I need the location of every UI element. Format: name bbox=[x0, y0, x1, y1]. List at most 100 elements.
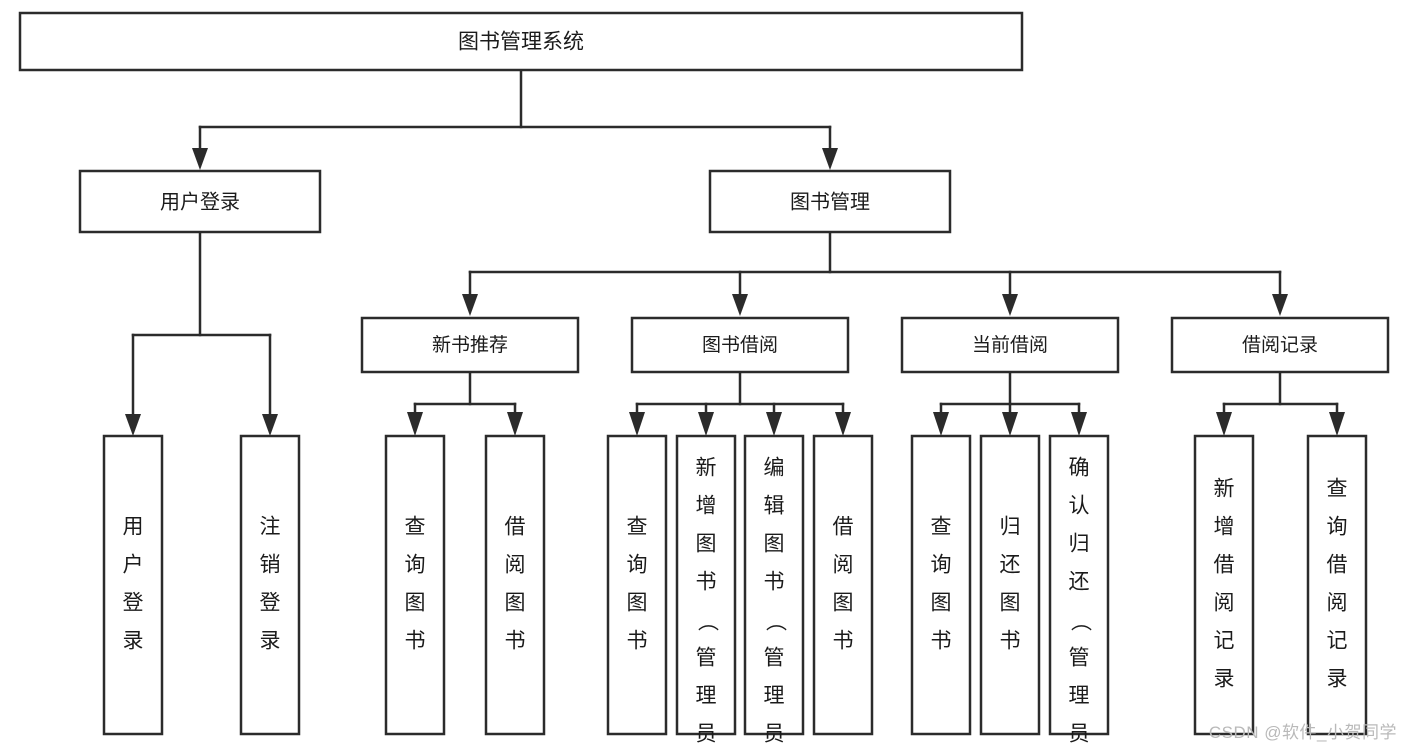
svg-text:书: 书 bbox=[405, 630, 426, 653]
svg-text:图: 图 bbox=[833, 592, 854, 615]
svg-text:书: 书 bbox=[833, 630, 854, 653]
node-root-label: 图书管理系统 bbox=[458, 31, 584, 54]
leaf-query-books-3[interactable] bbox=[910, 434, 972, 736]
svg-text:员: 员 bbox=[696, 723, 717, 746]
svg-text:图: 图 bbox=[931, 592, 952, 615]
svg-text:借: 借 bbox=[505, 516, 526, 539]
connector-current-to-leaves bbox=[933, 370, 1087, 436]
svg-text:记: 记 bbox=[1214, 630, 1235, 653]
svg-text:编: 编 bbox=[764, 457, 785, 480]
svg-text:管: 管 bbox=[696, 647, 717, 670]
svg-text:管: 管 bbox=[1069, 647, 1090, 670]
node-new-book-recommendation-label: 新书推荐 bbox=[432, 334, 508, 356]
svg-text:归: 归 bbox=[1069, 533, 1090, 556]
node-user-login[interactable]: 用户登录 bbox=[78, 169, 322, 234]
svg-text:查: 查 bbox=[931, 516, 952, 539]
svg-text:图: 图 bbox=[764, 533, 785, 556]
connector-records-to-leaves bbox=[1216, 370, 1345, 436]
leaf-add-book-admin[interactable] bbox=[675, 434, 737, 736]
connector-newbooks-to-leaves bbox=[407, 370, 523, 436]
svg-text:查: 查 bbox=[405, 516, 426, 539]
svg-text:询: 询 bbox=[405, 554, 426, 577]
node-new-book-recommendation[interactable]: 新书推荐 bbox=[360, 316, 580, 374]
node-book-management[interactable]: 图书管理 bbox=[708, 169, 952, 234]
svg-text:登: 登 bbox=[260, 592, 281, 615]
connector-userlogin-to-leaves bbox=[125, 230, 278, 436]
svg-text:阅: 阅 bbox=[1214, 592, 1235, 615]
svg-text:借: 借 bbox=[1327, 554, 1348, 577]
svg-text:书: 书 bbox=[931, 630, 952, 653]
svg-text:用: 用 bbox=[123, 516, 144, 539]
leaf-query-books-1[interactable] bbox=[384, 434, 446, 736]
svg-text:询: 询 bbox=[627, 554, 648, 577]
node-borrow-records[interactable]: 借阅记录 bbox=[1170, 316, 1390, 374]
leaf-user-login-label: 用户登录 bbox=[123, 516, 144, 653]
svg-text:借: 借 bbox=[833, 516, 854, 539]
node-book-borrowing[interactable]: 图书借阅 bbox=[630, 316, 850, 374]
svg-text:借: 借 bbox=[1214, 554, 1235, 577]
svg-text:图: 图 bbox=[1000, 592, 1021, 615]
connector-bookmgmt-to-level3 bbox=[462, 230, 1288, 316]
svg-text:查: 查 bbox=[1327, 478, 1348, 501]
svg-text:书: 书 bbox=[627, 630, 648, 653]
svg-text:销: 销 bbox=[260, 554, 281, 577]
svg-text:还: 还 bbox=[1069, 571, 1090, 594]
leaf-borrow-books-2[interactable] bbox=[812, 434, 874, 736]
svg-text:图: 图 bbox=[627, 592, 648, 615]
svg-text:阅: 阅 bbox=[833, 554, 854, 577]
leaf-return-books[interactable] bbox=[979, 434, 1041, 736]
svg-text:录: 录 bbox=[260, 630, 281, 653]
svg-text:录: 录 bbox=[1214, 668, 1235, 691]
connector-root-to-level2 bbox=[192, 68, 838, 170]
svg-text:确: 确 bbox=[1069, 457, 1090, 480]
leaf-edit-book-admin[interactable] bbox=[743, 434, 805, 736]
svg-text:阅: 阅 bbox=[1327, 592, 1348, 615]
svg-text:书: 书 bbox=[505, 630, 526, 653]
node-current-borrowing[interactable]: 当前借阅 bbox=[900, 316, 1120, 374]
svg-text:归: 归 bbox=[1000, 516, 1021, 539]
leaf-logout[interactable] bbox=[239, 434, 301, 736]
svg-text:理: 理 bbox=[696, 685, 717, 708]
node-current-borrowing-label: 当前借阅 bbox=[972, 334, 1048, 356]
svg-text:增: 增 bbox=[1214, 516, 1235, 539]
node-book-borrowing-label: 图书借阅 bbox=[702, 334, 778, 356]
svg-text:新: 新 bbox=[696, 457, 717, 480]
svg-text:录: 录 bbox=[1327, 668, 1348, 691]
connector-borrow-to-leaves bbox=[629, 370, 851, 436]
svg-text:询: 询 bbox=[931, 554, 952, 577]
node-book-management-label: 图书管理 bbox=[790, 190, 870, 213]
leaf-query-borrow-record[interactable] bbox=[1306, 434, 1368, 736]
leaf-text-layer: 用户登录注销登录查询图书借阅图书查询图书新增图书（管理员）编辑图书（管理员）借阅… bbox=[123, 457, 1348, 746]
node-root-book-management-system[interactable]: 图书管理系统 bbox=[18, 11, 1024, 72]
svg-text:员: 员 bbox=[1069, 723, 1090, 746]
leaf-borrow-books-1[interactable] bbox=[484, 434, 546, 736]
svg-text:还: 还 bbox=[1000, 554, 1021, 577]
leaf-confirm-return-admin[interactable] bbox=[1048, 434, 1110, 736]
svg-text:记: 记 bbox=[1327, 630, 1348, 653]
svg-text:户: 户 bbox=[123, 554, 144, 577]
svg-text:新: 新 bbox=[1214, 478, 1235, 501]
svg-text:录: 录 bbox=[123, 630, 144, 653]
svg-text:阅: 阅 bbox=[505, 554, 526, 577]
node-user-login-label: 用户登录 bbox=[160, 190, 240, 213]
svg-text:理: 理 bbox=[1069, 685, 1090, 708]
leaf-user-login[interactable] bbox=[102, 434, 164, 736]
leaf-query-books-2[interactable] bbox=[606, 434, 668, 736]
svg-text:登: 登 bbox=[123, 592, 144, 615]
leaf-add-borrow-record[interactable] bbox=[1193, 434, 1255, 736]
svg-text:图: 图 bbox=[696, 533, 717, 556]
svg-text:书: 书 bbox=[764, 571, 785, 594]
